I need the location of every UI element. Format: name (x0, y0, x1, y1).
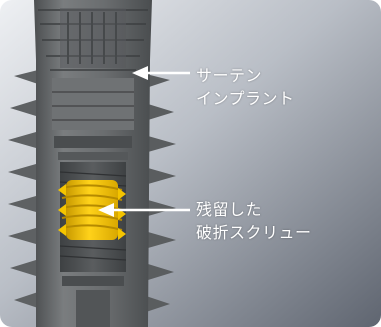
callout-screw-line-2: 破折スクリュー (196, 223, 312, 242)
callout-implant-line-2: インプラント (196, 89, 295, 108)
apex-slot (76, 290, 110, 327)
callout-screw-line-1: 残留した (196, 200, 263, 219)
mid-ring-2 (58, 152, 128, 160)
leader-arrow-screw (98, 203, 190, 217)
mid-ring (54, 136, 132, 148)
collar-ribs (67, 12, 117, 64)
left-threads (8, 70, 38, 308)
lower-groove (62, 276, 124, 286)
callout-screw-label: 残留した 破折スクリュー (196, 198, 312, 244)
fractured-screw (58, 180, 126, 240)
upper-bore (52, 78, 134, 130)
leader-arrow-implant (132, 66, 190, 80)
callout-implant-line-1: サーテン (196, 66, 263, 85)
callout-implant-label: サーテン インプラント (196, 64, 295, 110)
right-threads (146, 74, 176, 312)
